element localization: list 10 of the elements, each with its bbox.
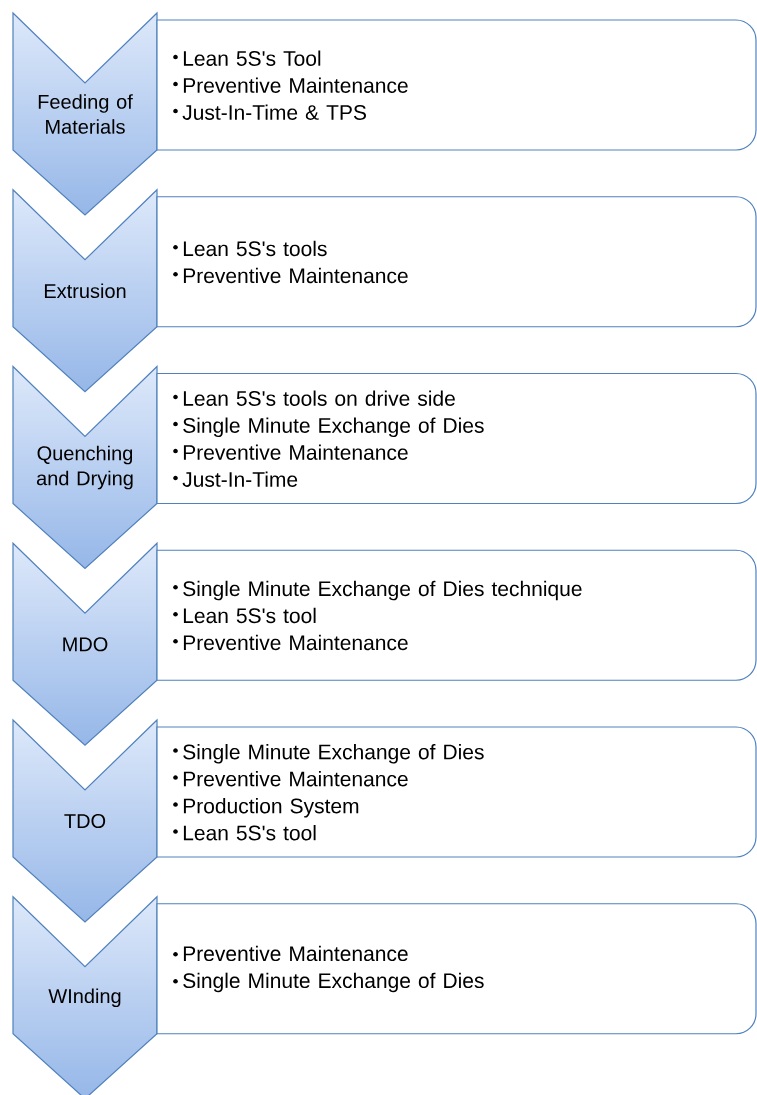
- node-label: Preventive Maintenance: [183, 444, 408, 460]
- text-box: Preventive Maintenance Single Minute Exchange of Dies: [156, 903, 757, 1035]
- text-box: Lean 5S's Tool Preventive Maintenance Just-In-Time & TPS: [156, 19, 757, 151]
- text-box: Lean 5S's tools Preventive Maintenance: [156, 196, 757, 328]
- node-label: Just-In-Time: [182, 471, 298, 487]
- node-label: Single Minute Exchange of Dies: [183, 417, 484, 438]
- node-label: Lean 5S's tools on drive side: [183, 390, 455, 406]
- text-box: Single Minute Exchange of Dies Preventive Maintenance Production System Lean 5S's tool: [156, 726, 757, 858]
- text-box: Single Minute Exchange of Dies technique Lean 5S's tool Preventive Maintenance: [156, 549, 757, 681]
- text-box: Lean 5S's tools on drive side Single Minute Exchange of Dies Preventive Maintenance Just-In-Time: [156, 372, 757, 505]
